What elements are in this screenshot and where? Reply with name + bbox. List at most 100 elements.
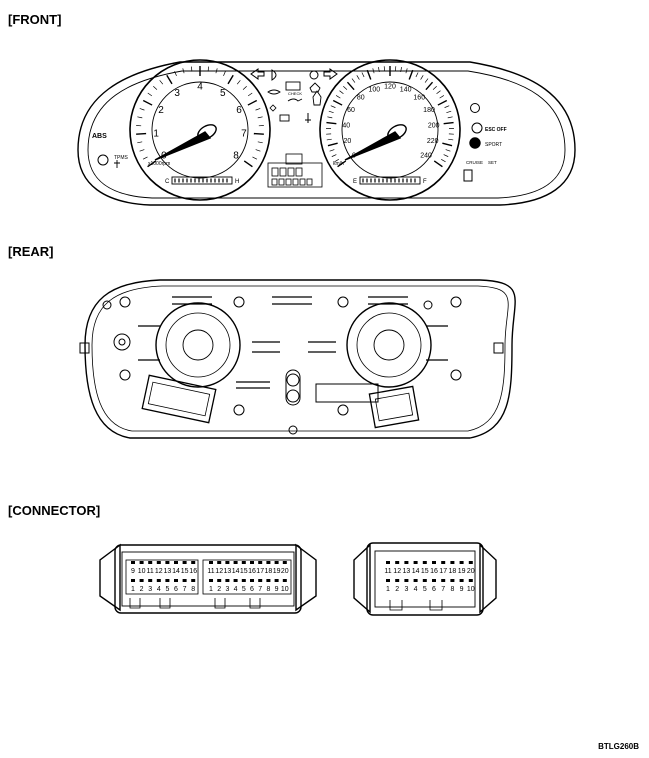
left-turn-signal-icon xyxy=(250,68,265,80)
speedometer-tick xyxy=(356,75,360,80)
speedometer-tick xyxy=(433,160,443,168)
connector-right-top-pin xyxy=(386,561,390,564)
speedometer-tick xyxy=(447,116,453,119)
speedometer-unit-label: km/h xyxy=(333,161,344,167)
tachometer-tick-label: 6 xyxy=(236,105,242,116)
speedometer-tick xyxy=(335,95,341,99)
front-housing-inner xyxy=(87,70,566,199)
check-engine-icon xyxy=(285,81,301,91)
connector-right-latch-left xyxy=(353,543,371,614)
speedometer-tick-label: 220 xyxy=(427,138,439,145)
sport-indicator-label: SPORT xyxy=(485,142,502,148)
speedometer-tick-label: 60 xyxy=(347,107,355,114)
temp-cold-label: C xyxy=(165,179,170,185)
connector-right-top-pin xyxy=(422,561,427,564)
connector-left-top-pin xyxy=(266,561,271,564)
connector-left-top-pin-label: 16 xyxy=(248,568,256,575)
connector-left-bottom-pin xyxy=(282,579,287,582)
door-open-icon xyxy=(267,89,281,95)
connector-left-inner xyxy=(121,551,295,607)
connector-right-bottom-pin-label: 9 xyxy=(460,586,464,593)
connector-left-bottom-pin xyxy=(241,579,246,582)
tachometer-hub xyxy=(197,124,217,140)
coolant-temp-icon xyxy=(305,113,311,123)
tachometer-tick xyxy=(139,108,145,111)
connector-left-bottom-pin xyxy=(156,579,161,582)
connector-left-bottom-pin-label: 7 xyxy=(258,586,262,593)
tachometer-tick xyxy=(207,66,210,72)
speedometer-tick-marks xyxy=(326,66,454,168)
front-housing-outline xyxy=(77,61,576,206)
connector-left-top-pin-label: 20 xyxy=(281,568,289,575)
tachometer-tick xyxy=(147,160,157,168)
connector-left-bottom-pin-label: 4 xyxy=(157,586,161,593)
speedometer-tick xyxy=(444,105,450,108)
tachometer-tick-label: 7 xyxy=(241,128,247,139)
connector-left-bottom-pin xyxy=(174,579,178,582)
front-section-label: [FRONT] xyxy=(8,12,62,27)
connector-right-bottom-pin xyxy=(441,579,446,582)
speedometer-tick-label: 200 xyxy=(428,122,440,129)
connector-left-bottom-pin-label: 1 xyxy=(131,586,135,593)
connector-left-top-pin-label: 13 xyxy=(164,568,172,575)
connector-right-bottom-pin xyxy=(422,579,427,582)
tachometer-tick-label: 2 xyxy=(158,105,164,116)
tachometer-tick-label: 8 xyxy=(233,151,239,162)
speedometer-tick xyxy=(351,78,356,83)
gear-indicator-display xyxy=(285,153,303,165)
connector-left-bottom-pin-label: 9 xyxy=(275,586,279,593)
speedometer-tick xyxy=(443,154,449,157)
connector-right-top-pin-label: 15 xyxy=(421,568,429,575)
connector-left-top-pin-label: 16 xyxy=(189,568,197,575)
speedometer-tick xyxy=(425,81,434,91)
connector-left-top-pin xyxy=(209,561,213,564)
speedometer-tick-label: 40 xyxy=(342,122,350,129)
oil-pressure-icon xyxy=(287,98,303,102)
tachometer-tick xyxy=(255,149,261,152)
speedometer-face xyxy=(341,81,439,179)
temp-hot-label: H xyxy=(235,179,239,185)
tachometer-tick-marks xyxy=(136,66,264,168)
connector-left-top-pin-label: 14 xyxy=(232,568,240,575)
connector-left-top-pin xyxy=(191,561,196,564)
connector-left-top-pin xyxy=(225,561,230,564)
connector-left-top-pin xyxy=(258,561,263,564)
connector-left-top-pin xyxy=(174,561,178,564)
rear-tachometer-housing xyxy=(155,302,241,388)
connector-left-top-pin xyxy=(282,561,287,564)
trunk-open-icon xyxy=(309,82,321,93)
connector-left-bottom-pin xyxy=(233,579,238,582)
tachometer-tick xyxy=(252,156,258,160)
connector-right-bottom-pin xyxy=(386,579,390,582)
connector-left-bottom-pin-label: 4 xyxy=(234,586,238,593)
speedometer-tick xyxy=(372,68,375,74)
high-beam-icon xyxy=(271,69,277,81)
speedometer-tick xyxy=(339,90,344,95)
rear-mounting-bosses xyxy=(79,296,504,435)
rear-cluster xyxy=(79,279,516,439)
connector-left-bottom-pin xyxy=(250,579,254,582)
tachometer-tick xyxy=(247,92,253,97)
connector-right-top-pin-label: 16 xyxy=(430,568,438,575)
speedometer-tick xyxy=(328,110,334,114)
tachometer-tick xyxy=(142,156,148,160)
tachometer-bezel xyxy=(129,59,271,201)
right-turn-signal-icon xyxy=(323,68,338,80)
seatbelt-icon xyxy=(312,90,322,106)
fuel-empty-label: E xyxy=(353,179,357,185)
connector-left-bottom-pin xyxy=(182,579,187,582)
tachometer-tick xyxy=(159,80,164,85)
connector-left-top-pin-label: 12 xyxy=(155,568,163,575)
connector-left-top-pin-label: 15 xyxy=(240,568,248,575)
connector-left-bottom-pin xyxy=(139,579,144,582)
rear-housing-inner xyxy=(91,285,509,432)
tpms-warning-icon xyxy=(97,154,109,166)
tachometer-tick xyxy=(142,99,153,106)
speedometer-bezel xyxy=(319,59,461,201)
connector-right-top-pin-label: 14 xyxy=(412,568,420,575)
speedometer-tick xyxy=(446,110,452,114)
speedometer-tick xyxy=(343,85,348,90)
